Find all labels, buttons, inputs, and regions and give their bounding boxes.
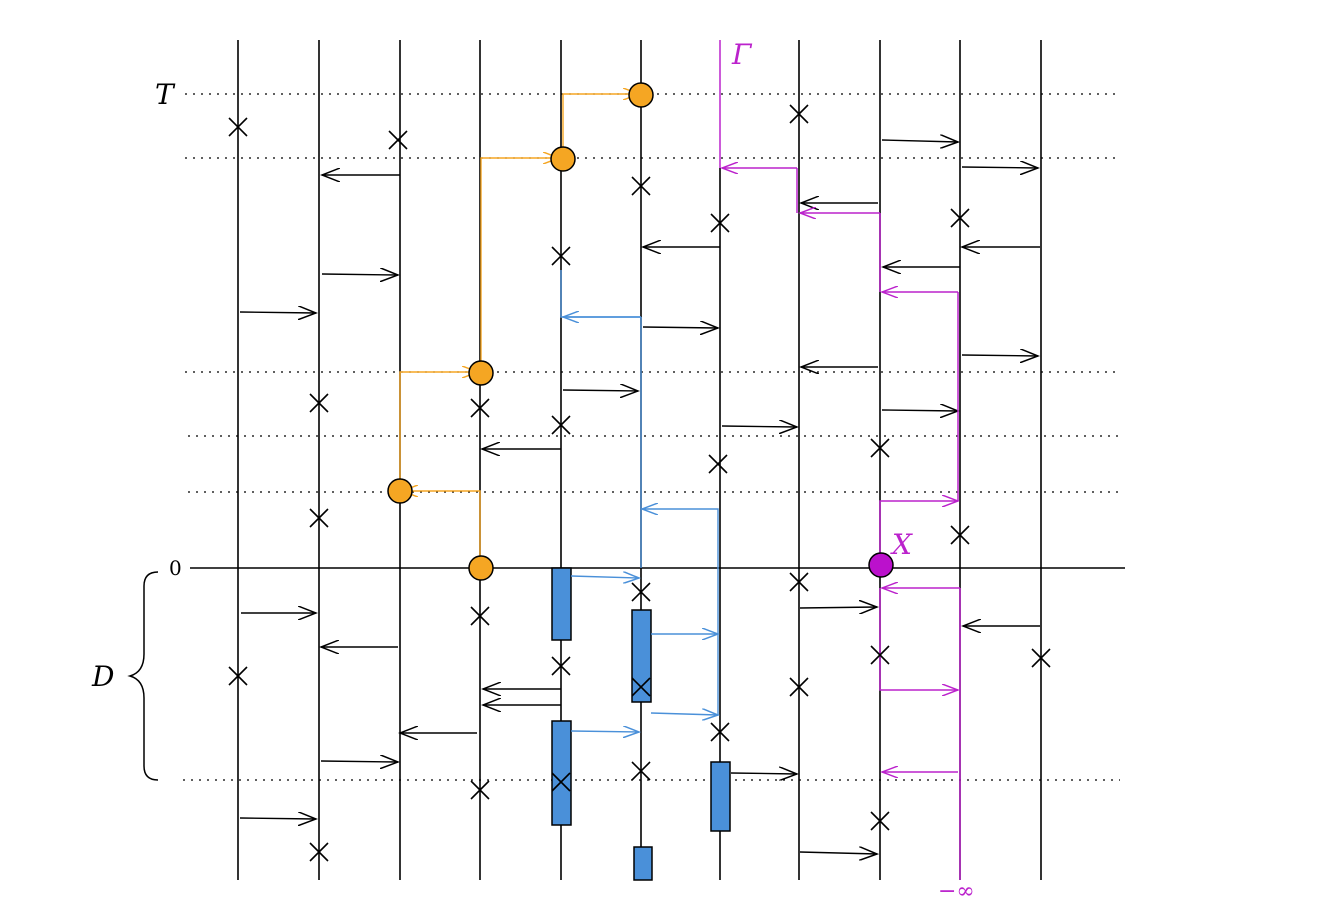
blue-path bbox=[642, 509, 719, 715]
arrow bbox=[881, 410, 958, 411]
cross-mark bbox=[551, 656, 571, 676]
blue-blocks bbox=[551, 567, 731, 881]
arrow bbox=[320, 761, 398, 762]
cross-mark bbox=[710, 722, 730, 742]
blue-block bbox=[633, 846, 653, 881]
arrow bbox=[730, 773, 797, 774]
arrow bbox=[562, 390, 638, 391]
blue-block bbox=[551, 567, 572, 641]
cross-mark bbox=[551, 772, 571, 792]
orange-node bbox=[550, 146, 576, 172]
orange-node bbox=[468, 555, 494, 581]
arrow bbox=[239, 818, 316, 819]
blue-block bbox=[631, 609, 652, 703]
arrow bbox=[799, 607, 877, 608]
d-label: D bbox=[91, 660, 114, 693]
arrow bbox=[321, 274, 398, 275]
x-node bbox=[868, 552, 894, 578]
cross-mark bbox=[950, 525, 970, 545]
cross-mark bbox=[631, 176, 651, 196]
zero-label: 0 bbox=[169, 556, 182, 580]
orange-segment bbox=[562, 94, 639, 158]
arrow bbox=[721, 426, 797, 427]
cross-mark bbox=[388, 130, 408, 150]
cross-mark bbox=[631, 677, 651, 697]
cross-mark bbox=[789, 572, 809, 592]
orange-node bbox=[387, 478, 413, 504]
blue-arrow bbox=[570, 731, 639, 732]
cross-mark bbox=[870, 438, 890, 458]
crosses bbox=[228, 104, 1051, 862]
cross-mark bbox=[228, 666, 248, 686]
blue-arrow bbox=[650, 713, 718, 715]
cross-mark bbox=[631, 582, 651, 602]
magenta-path bbox=[719, 40, 961, 880]
orange-node bbox=[468, 360, 494, 386]
cross-mark bbox=[870, 811, 890, 831]
d-brace bbox=[127, 571, 159, 781]
cross-mark bbox=[551, 415, 571, 435]
cross-mark bbox=[470, 398, 490, 418]
cross-mark bbox=[631, 761, 651, 781]
blue-paths bbox=[560, 270, 719, 732]
orange-segment bbox=[402, 491, 481, 568]
gamma-label: Γ bbox=[731, 38, 753, 71]
cross-mark bbox=[789, 104, 809, 124]
arrow bbox=[239, 312, 316, 313]
neg-inf-label: −∞ bbox=[938, 879, 975, 904]
dotted-lines bbox=[183, 93, 1120, 781]
cross-mark bbox=[708, 454, 728, 474]
blue-path bbox=[560, 270, 641, 318]
orange-nodes bbox=[387, 82, 654, 581]
cross-mark bbox=[309, 393, 329, 413]
arrow bbox=[881, 140, 958, 142]
cross-mark bbox=[228, 117, 248, 137]
magenta-segment bbox=[879, 588, 958, 690]
cross-mark bbox=[470, 780, 490, 800]
arrow bbox=[642, 327, 718, 328]
cross-mark bbox=[470, 606, 490, 626]
orange-segment bbox=[399, 372, 478, 491]
cross-mark bbox=[309, 842, 329, 862]
orange-node bbox=[628, 82, 654, 108]
vertical-lines bbox=[237, 40, 1042, 880]
blue-arrow bbox=[570, 576, 639, 578]
cross-mark bbox=[789, 677, 809, 697]
cross-mark bbox=[870, 645, 890, 665]
cross-mark bbox=[710, 213, 730, 233]
t-label: T bbox=[155, 78, 176, 111]
blue-block bbox=[710, 761, 731, 832]
arrow bbox=[961, 355, 1038, 356]
black-arrows bbox=[239, 140, 1040, 854]
blue-block bbox=[551, 720, 572, 826]
cross-mark bbox=[551, 246, 571, 266]
x-label: X bbox=[890, 528, 913, 561]
orange-path bbox=[399, 94, 639, 568]
cross-mark bbox=[309, 508, 329, 528]
arrow bbox=[799, 852, 877, 854]
cross-mark bbox=[950, 208, 970, 228]
arrow bbox=[961, 167, 1038, 168]
cross-mark bbox=[1031, 648, 1051, 668]
orange-segment bbox=[480, 158, 559, 372]
magenta-segment bbox=[879, 501, 958, 568]
